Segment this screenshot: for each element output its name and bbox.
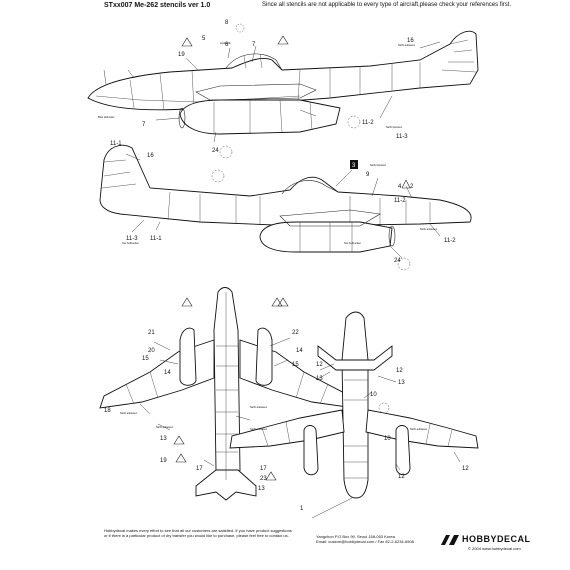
callout-11-2-b: 11-2 bbox=[394, 198, 406, 204]
callout-16-b: 16 bbox=[147, 153, 154, 159]
svg-text:Nicht anfassen: Nicht anfassen bbox=[250, 405, 268, 409]
callout-13-b: 13 bbox=[258, 486, 265, 492]
callout-14: 14 bbox=[164, 370, 171, 376]
top-view: Nicht anfassen Nicht anfassen Nicht anfa… bbox=[99, 287, 355, 512]
callout-3: 3 bbox=[352, 163, 356, 169]
callout-7-b: 7 bbox=[142, 122, 146, 128]
callout-2: 2 bbox=[410, 184, 414, 190]
svg-text:Nicht betreten: Nicht betreten bbox=[370, 163, 387, 167]
address-line-1: Yangchon P.O.Box 99, Seoul 158-053 Korea bbox=[316, 534, 395, 539]
callout-22: 22 bbox=[292, 330, 299, 336]
sheet-note: Since all stencils are not applicable to… bbox=[262, 2, 512, 8]
callout-8: 8 bbox=[225, 20, 229, 26]
callout-5: 5 bbox=[202, 36, 206, 42]
callout-13-c: 13 bbox=[316, 376, 323, 382]
callout-19-b: 19 bbox=[160, 458, 167, 464]
callout-14-b: 14 bbox=[296, 348, 303, 354]
callout-20: 20 bbox=[148, 348, 155, 354]
callout-11-3-b: 11-3 bbox=[126, 236, 138, 242]
footer-line-2: or if there is a particular product of d… bbox=[104, 533, 289, 538]
callout-11-2: 11-2 bbox=[362, 120, 374, 126]
callout-19: 19 bbox=[178, 52, 185, 58]
address-line-2: Email: custom@hobbydecal.com / Fax 82-2-… bbox=[316, 539, 414, 544]
callout-13-d: 13 bbox=[398, 380, 405, 386]
callout-18: 18 bbox=[104, 408, 111, 414]
svg-text:Nicht betreten: Nicht betreten bbox=[386, 125, 403, 129]
callout-11-1-b: 11-1 bbox=[150, 236, 162, 242]
callout-12-d: 12 bbox=[462, 466, 469, 472]
callout-17-b: 17 bbox=[260, 466, 267, 472]
stencil-text: Hydraulik bbox=[220, 41, 232, 45]
callout-15-b: 15 bbox=[292, 362, 299, 368]
side-view-upper: Hydraulik Bitte abbinden Nicht anfassen … bbox=[87, 20, 479, 159]
svg-text:Nicht anfassen: Nicht anfassen bbox=[410, 427, 428, 431]
callout-21: 21 bbox=[148, 330, 155, 336]
copyright: © 2004 www.hobbydecal.com bbox=[468, 546, 521, 551]
svg-text:Bitte abbinden: Bitte abbinden bbox=[98, 115, 115, 119]
svg-text:Nur Aufbocken: Nur Aufbocken bbox=[122, 241, 140, 245]
svg-text:Nicht anfassen: Nicht anfassen bbox=[420, 227, 438, 231]
callout-10: 10 bbox=[370, 392, 377, 398]
callout-4: 4 bbox=[398, 184, 402, 190]
callout-24: 24 bbox=[212, 148, 219, 154]
callout-23: 23 bbox=[260, 476, 267, 482]
footer-line-1: Hobbydecal makes every effort to see tha… bbox=[104, 528, 292, 533]
callout-11-3: 11-3 bbox=[396, 134, 408, 140]
svg-text:Nicht anfassen: Nicht anfassen bbox=[250, 427, 268, 431]
callout-16: 16 bbox=[407, 38, 414, 44]
callout-9: 9 bbox=[366, 172, 370, 178]
callout-12-b: 12 bbox=[396, 368, 403, 374]
callout-12-c: 12 bbox=[398, 474, 405, 480]
callout-12: 12 bbox=[316, 362, 323, 368]
svg-text:Nur Aufbocken: Nur Aufbocken bbox=[344, 241, 362, 245]
callout-11-1: 11-1 bbox=[110, 141, 122, 147]
bottom-view: Nicht anfassen Nicht anfassen 12 13 12 1… bbox=[229, 311, 479, 519]
sheet-title: STxx007 Me-262 stencils ver 1.0 bbox=[104, 2, 211, 9]
hobbydecal-logo-icon bbox=[441, 535, 459, 545]
callout-6: 6 bbox=[225, 42, 229, 48]
callout-13: 13 bbox=[160, 436, 167, 442]
callout-10-b: 10 bbox=[384, 436, 391, 442]
footer-disclaimer: Hobbydecal makes every effort to see tha… bbox=[104, 528, 294, 538]
callout-17: 17 bbox=[196, 466, 203, 472]
callout-11-2-c: 11-2 bbox=[444, 238, 456, 244]
callout-24-b: 24 bbox=[394, 258, 401, 264]
svg-text:Nicht anfassen: Nicht anfassen bbox=[120, 411, 138, 415]
callout-1: 1 bbox=[300, 506, 304, 512]
footer-address: Yangchon P.O.Box 99, Seoul 158-053 Korea… bbox=[316, 534, 456, 544]
svg-text:Nicht anfassen: Nicht anfassen bbox=[156, 425, 174, 429]
callout-7: 7 bbox=[252, 42, 256, 48]
side-view-lower: Nicht betreten Nur Aufbocken Nicht anfas… bbox=[99, 144, 472, 271]
brand-name: HOBBYDECAL bbox=[462, 534, 531, 544]
callout-15: 15 bbox=[142, 356, 149, 362]
svg-text:Nicht anfassen: Nicht anfassen bbox=[398, 43, 416, 47]
